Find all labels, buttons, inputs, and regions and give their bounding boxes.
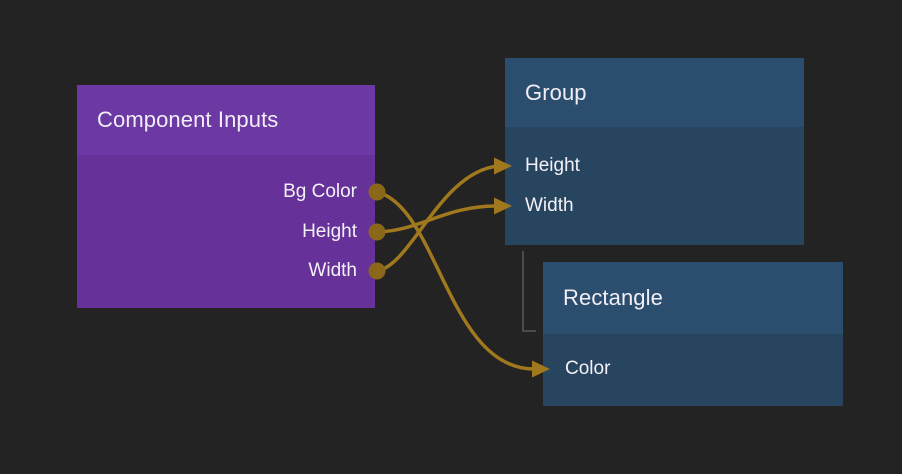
output-row-height[interactable]: Height — [77, 212, 375, 252]
node-group[interactable]: Group Height Width — [505, 58, 804, 245]
input-row-height[interactable]: Height — [505, 146, 804, 186]
node-group-body: Height Width — [505, 127, 804, 245]
node-component-inputs-body: Bg Color Height Width — [77, 155, 375, 308]
port-label-height: Height — [302, 221, 357, 242]
node-component-inputs-header[interactable]: Component Inputs — [77, 85, 375, 155]
wire-height-to-group-width[interactable] — [375, 204, 498, 234]
port-label-color: Color — [565, 358, 611, 379]
port-label-bg-color: Bg Color — [283, 181, 357, 202]
node-title: Rectangle — [563, 285, 663, 310]
node-title: Group — [525, 79, 587, 105]
node-title: Component Inputs — [97, 107, 279, 132]
node-group-header[interactable]: Group — [505, 58, 804, 127]
port-label-width: Width — [308, 260, 357, 281]
hierarchy-connector-group-rectangle — [522, 251, 536, 332]
input-row-color[interactable]: Color — [543, 349, 843, 389]
wire-width-to-group-height[interactable] — [375, 164, 500, 273]
port-label-height: Height — [525, 155, 580, 176]
node-component-inputs[interactable]: Component Inputs Bg Color Height Width — [77, 85, 375, 308]
port-label-width: Width — [525, 195, 574, 216]
input-row-width[interactable]: Width — [505, 186, 804, 226]
node-rectangle-body: Color — [543, 334, 843, 406]
node-rectangle[interactable]: Rectangle Color — [543, 262, 843, 406]
output-row-bg-color[interactable]: Bg Color — [77, 172, 375, 212]
node-rectangle-header[interactable]: Rectangle — [543, 262, 843, 334]
output-row-width[interactable]: Width — [77, 251, 375, 291]
